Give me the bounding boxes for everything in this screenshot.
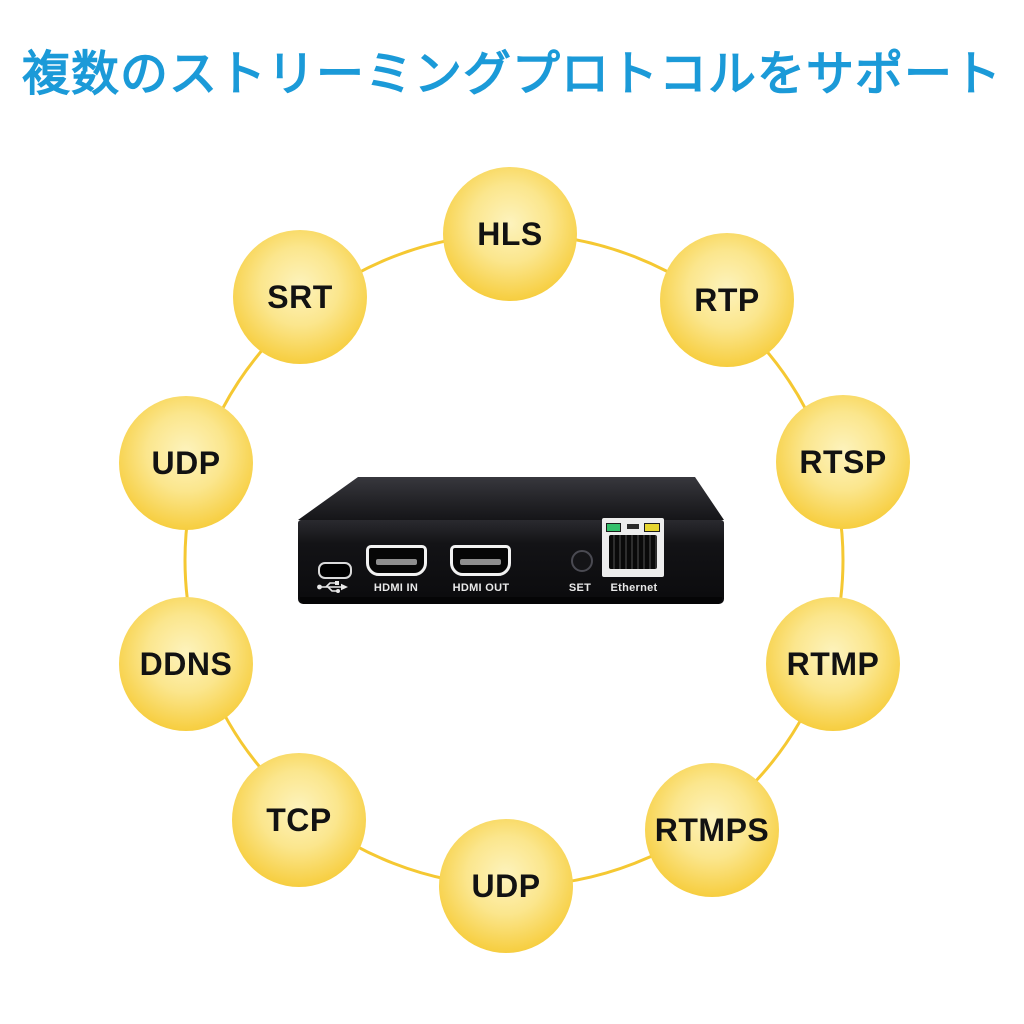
hdmi-out-port xyxy=(450,545,511,576)
protocol-label: DDNS xyxy=(139,645,233,682)
protocol-bubble-udp-bottom: UDP xyxy=(439,819,573,953)
usb-icon xyxy=(317,581,348,593)
ethernet-led-yellow xyxy=(644,523,660,532)
hdmi-in-label: HDMI IN xyxy=(373,582,419,594)
protocol-label: UDP xyxy=(471,867,541,904)
page-title: 複数のストリーミングプロトコルをサポート xyxy=(21,48,1002,101)
protocol-bubble-ddns: DDNS xyxy=(119,597,253,731)
set-label: SET xyxy=(568,582,592,594)
protocol-label: HLS xyxy=(477,215,543,252)
protocol-bubble-srt: SRT xyxy=(233,230,367,364)
hdmi-slot xyxy=(375,558,418,565)
protocol-bubble-udp-left: UDP xyxy=(119,396,253,530)
protocol-label: RTMP xyxy=(786,645,880,682)
protocol-bubble-hls: HLS xyxy=(443,167,577,301)
protocol-bubble-rtmps: RTMPS xyxy=(645,763,779,897)
device-front-panel: HDMI IN HDMI OUT SET Ethernet xyxy=(298,518,724,604)
ethernet-label: Ethernet xyxy=(610,582,658,594)
ethernet-jack xyxy=(609,535,657,569)
protocol-bubble-rtp: RTP xyxy=(660,233,794,367)
protocol-label: SRT xyxy=(267,278,333,315)
protocol-bubble-tcp: TCP xyxy=(232,753,366,887)
micro-usb-port xyxy=(318,562,352,579)
protocol-label: RTP xyxy=(694,281,760,318)
protocol-label: RTSP xyxy=(799,443,887,480)
protocol-label: TCP xyxy=(266,801,332,838)
device-top-face xyxy=(298,477,724,520)
protocol-bubble-rtsp: RTSP xyxy=(776,395,910,529)
protocol-bubble-rtmp: RTMP xyxy=(766,597,900,731)
protocol-label: RTMPS xyxy=(654,811,770,848)
encoder-device: HDMI IN HDMI OUT SET Ethernet xyxy=(298,474,724,606)
protocol-label: UDP xyxy=(151,444,221,481)
ethernet-notch xyxy=(627,524,639,529)
set-button xyxy=(571,550,593,572)
hdmi-out-label: HDMI OUT xyxy=(452,582,510,594)
ethernet-port xyxy=(602,518,664,577)
hdmi-in-port xyxy=(366,545,427,576)
hdmi-slot xyxy=(459,558,502,565)
ethernet-led-green xyxy=(606,523,621,532)
